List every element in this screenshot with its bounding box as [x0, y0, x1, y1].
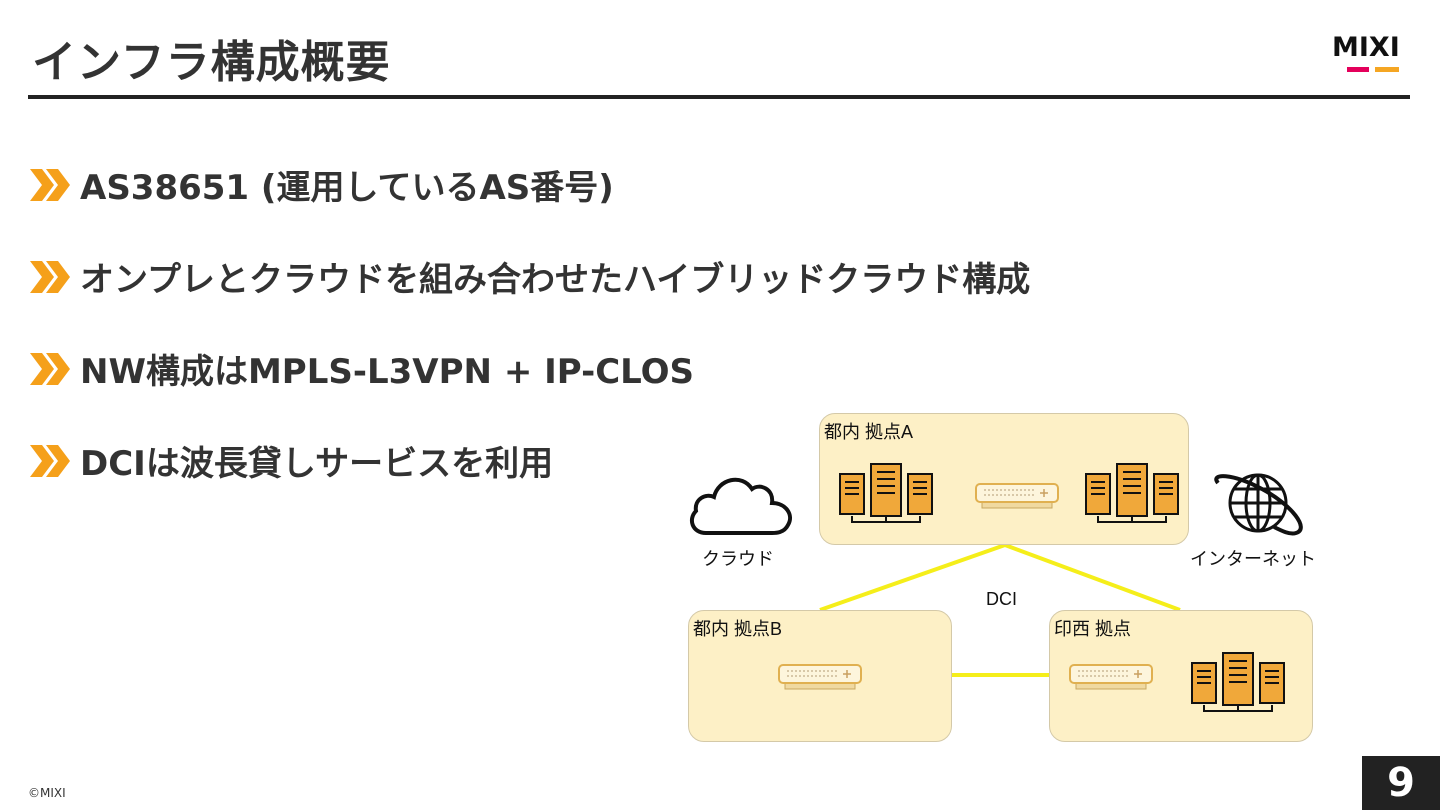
dci-link-a-c [1004, 543, 1181, 612]
bullet-item: NW構成はMPLS-L3VPN + IP-CLOS [30, 344, 694, 393]
bullet-item: AS38651 (運用しているAS番号) [30, 160, 614, 209]
double-chevron-right-icon [30, 352, 70, 385]
site-c-box: 印西 拠点 [1049, 610, 1313, 742]
network-switch-icon [778, 664, 862, 690]
bullet-text: AS38651 (運用しているAS番号) [80, 168, 614, 208]
logo-bar-orange [1375, 67, 1399, 72]
logo-bar-pink [1347, 67, 1369, 72]
copyright-text: ©MIXI [28, 786, 66, 800]
server-rack-icon [1085, 463, 1179, 523]
mixi-logo: MIXI [1332, 34, 1412, 76]
dci-label: DCI [986, 589, 1017, 609]
bullet-item: オンプレとクラウドを組み合わせたハイブリッドクラウド構成 [30, 252, 1030, 301]
dci-links [819, 543, 1181, 677]
double-chevron-right-icon [30, 168, 70, 201]
title-underline [28, 95, 1410, 99]
site-a-box: 都内 拠点A [819, 413, 1189, 545]
site-c-label: 印西 拠点 [1054, 619, 1132, 639]
double-chevron-right-icon [30, 444, 70, 477]
globe-icon [1214, 473, 1303, 536]
infrastructure-diagram: 都内 拠点A クラウド インターネット [680, 405, 1340, 755]
server-rack-icon [839, 463, 933, 523]
network-switch-icon [1069, 664, 1153, 690]
bullet-text: オンプレとクラウドを組み合わせたハイブリッドクラウド構成 [80, 260, 1031, 300]
logo-text: MIXI [1332, 32, 1400, 63]
bullet-text: DCIは波長貸しサービスを利用 [80, 444, 554, 484]
site-a-label: 都内 拠点A [824, 422, 914, 442]
network-switch-icon [975, 483, 1059, 509]
page-number: 9 [1362, 756, 1440, 810]
bullet-item: DCIは波長貸しサービスを利用 [30, 436, 553, 485]
site-b-label: 都内 拠点B [693, 619, 783, 639]
slide-title: インフラ構成概要 [32, 37, 391, 88]
bullet-text: NW構成はMPLS-L3VPN + IP-CLOS [80, 352, 695, 392]
dci-link-a-b [819, 543, 1006, 612]
double-chevron-right-icon [30, 260, 70, 293]
site-b-box: 都内 拠点B [688, 610, 952, 742]
internet-label: インターネット [1190, 549, 1316, 569]
cloud-label: クラウド [702, 549, 774, 569]
cloud-icon [689, 477, 792, 535]
server-rack-icon [1191, 652, 1285, 712]
